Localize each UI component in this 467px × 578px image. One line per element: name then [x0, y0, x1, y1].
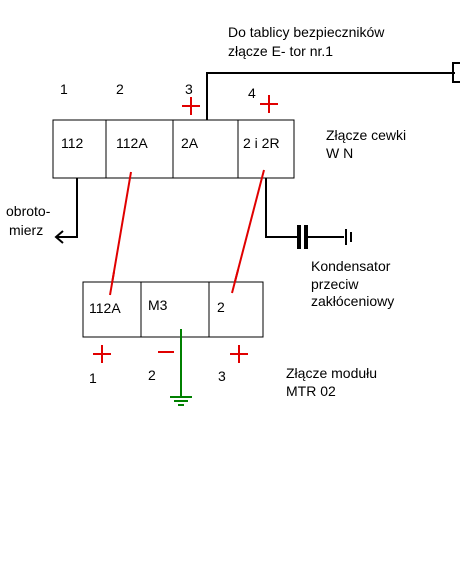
capacitor-icon — [297, 225, 344, 249]
coil-pin-number-2: 2 — [116, 81, 124, 97]
capacitor-ground-icon — [345, 229, 352, 245]
coil-cell-112: 112 — [61, 135, 84, 151]
plus-sign-module-3 — [230, 345, 248, 363]
wire-112a-tip — [109, 271, 115, 296]
plus-sign-coil-3 — [182, 97, 200, 115]
module-connector-title-line2: MTR 02 — [286, 383, 336, 399]
tachometer-arrow-icon — [54, 230, 64, 244]
top-note-line2: złącze E- tor nr.1 — [228, 43, 333, 59]
top-note-line1: Do tablicy bezpieczników — [228, 24, 385, 40]
tachometer-label-line2: mierz — [9, 222, 43, 238]
plus-sign-module-1 — [93, 345, 111, 363]
module-cell-2: 2 — [217, 299, 225, 315]
module-cell-112a: 112A — [89, 300, 121, 316]
tachometer-wire — [57, 178, 78, 238]
ground-icon — [170, 396, 192, 406]
coil-cell-2a: 2A — [181, 135, 199, 151]
fuse-box-feed-wire — [206, 72, 455, 120]
module-cell-m3: M3 — [148, 297, 168, 313]
coil-pin-number-1: 1 — [60, 81, 68, 97]
coil-connector-title-line1: Złącze cewki — [326, 127, 406, 143]
capacitor-label-line2: przeciw — [311, 276, 359, 292]
coil-cell-2-i-2r: 2 i 2R — [243, 135, 280, 151]
coil-connector-title-line2: W N — [326, 145, 353, 161]
coil-cell-112a: 112A — [116, 135, 148, 151]
tachometer-label-line1: obroto- — [6, 203, 51, 219]
module-connector-title-line1: Złącze modułu — [286, 365, 377, 381]
fuse-box-terminal — [452, 62, 460, 83]
coil-pin-number-4: 4 — [248, 85, 256, 101]
module-pin-number-3: 3 — [218, 368, 226, 384]
capacitor-label-line1: Kondensator — [311, 258, 391, 274]
plus-sign-coil-4 — [260, 95, 278, 113]
capacitor-label-line3: zakłóceniowy — [311, 293, 394, 309]
wire-2-tip — [231, 269, 239, 294]
module-pin-number-2: 2 — [148, 367, 156, 383]
capacitor-wire — [265, 178, 297, 238]
module-pin-number-1: 1 — [89, 370, 97, 386]
coil-pin-number-3: 3 — [185, 81, 193, 97]
